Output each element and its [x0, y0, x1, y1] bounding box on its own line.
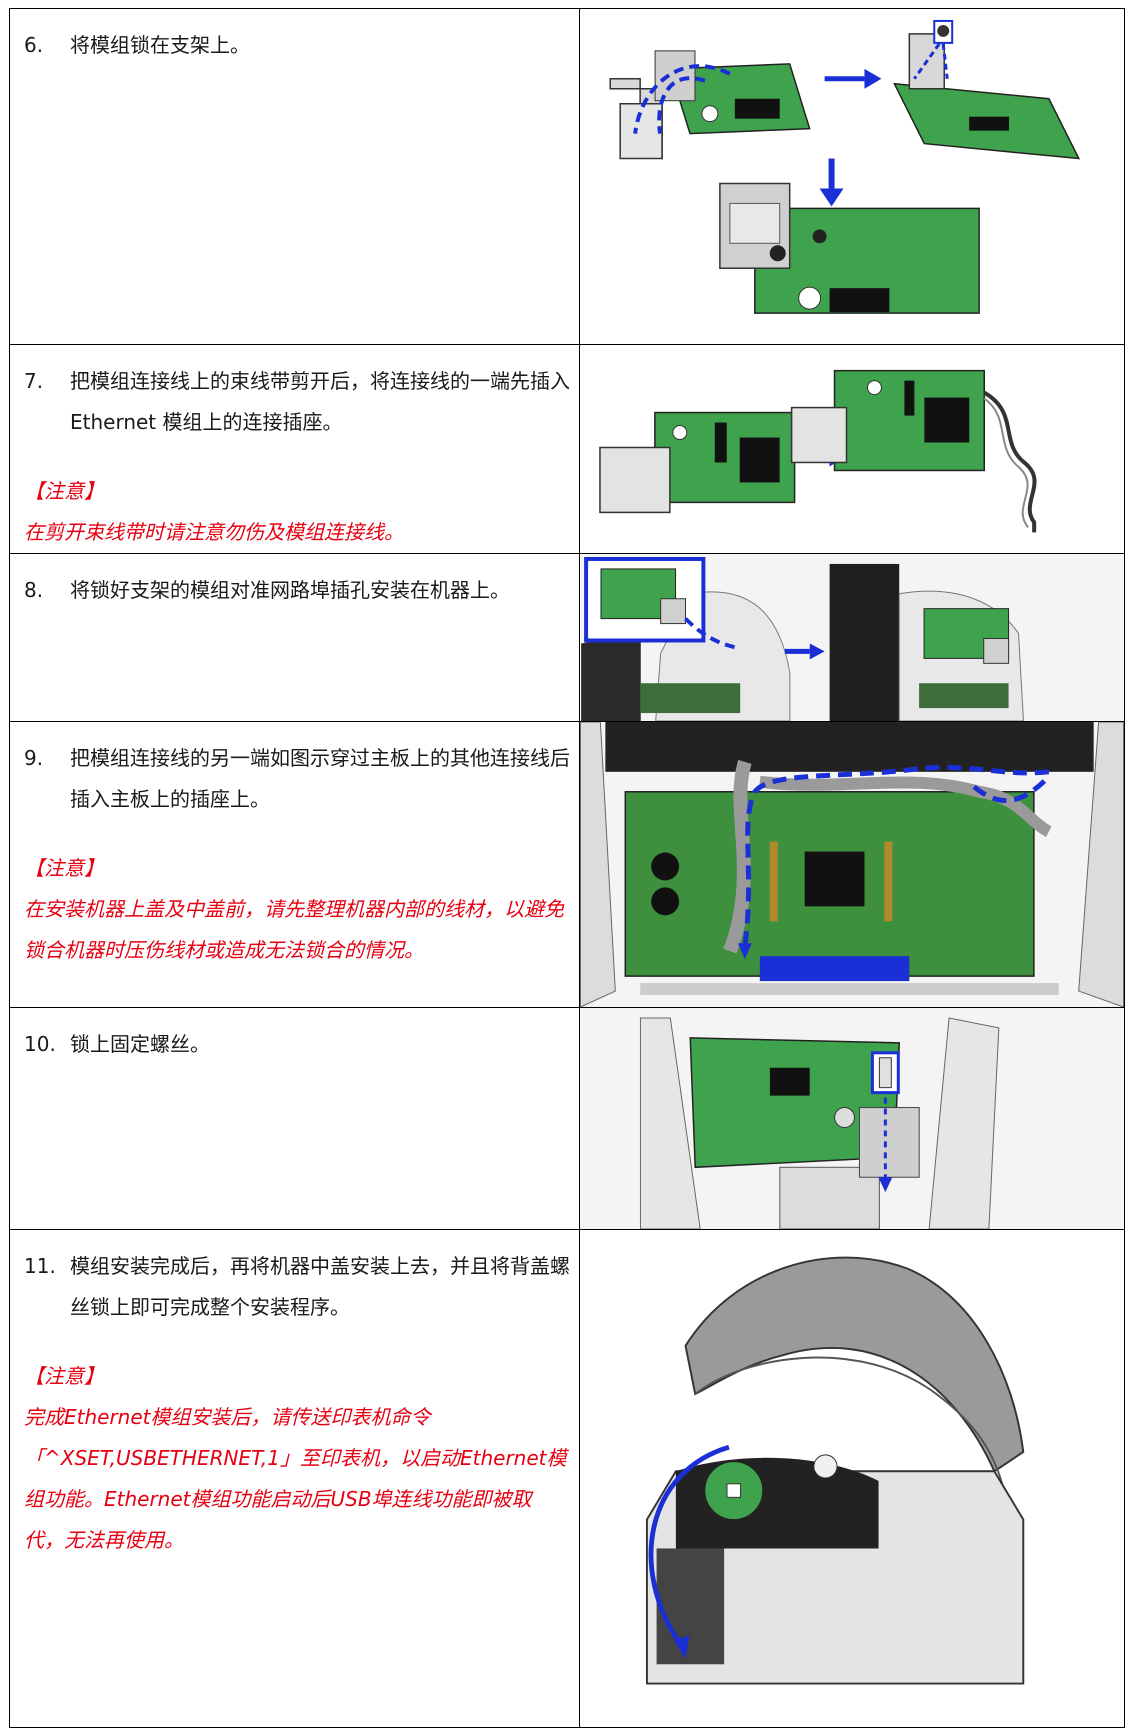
arrow-right-icon: [809, 643, 825, 660]
mainboard-illustration: [580, 722, 1124, 1007]
illustration-install-module: [579, 553, 1125, 722]
illustration-close-cover: [579, 1229, 1125, 1728]
note-text: 完成Ethernet模组安装后，请传送印表机命令「^XSET,USBETHERN…: [24, 1405, 567, 1552]
step-number: 8.: [24, 578, 44, 602]
printer-illustration: [645, 1256, 1025, 1685]
step-row-9: 9. 把模组连接线的另一端如图示穿过主板上的其他连接线后插入主板上的插座上。 【…: [9, 721, 1125, 1008]
print-head: [605, 722, 1094, 772]
bracket-illustration: [609, 19, 1081, 314]
step-number: 9.: [24, 746, 44, 770]
cable-illustration: [599, 369, 1037, 533]
note-text: 在剪开束线带时请注意勿伤及模组连接线。: [24, 520, 404, 544]
arrow-down-icon: [819, 188, 844, 207]
note-title: 【注意】: [24, 479, 104, 503]
arrow-right-icon: [864, 68, 882, 89]
arrow-down-icon: [737, 943, 752, 960]
step-row-6: 6. 将模组锁在支架上。: [9, 8, 1125, 345]
note-text: 在安装机器上盖及中盖前，请先整理机器内部的线材，以避免锁合机器时压伤线材或造成无…: [24, 897, 564, 962]
step-number: 6.: [24, 33, 44, 57]
step-row-10: 10. 锁上固定螺丝。: [9, 1007, 1125, 1230]
step-row-7: 7. 把模组连接线上的束线带剪开后，将连接线的一端先插入 Ethernet 模组…: [9, 344, 1125, 554]
illustration-cable-connect: [579, 344, 1125, 554]
cable: [983, 390, 1037, 533]
step-row-8: 8. 将锁好支架的模组对准网路埠插孔安装在机器上。: [9, 553, 1125, 722]
note-title: 【注意】: [24, 1364, 104, 1388]
illustration-route-cable: [579, 721, 1125, 1008]
cable-route-dashed: [742, 764, 1050, 947]
step-text: 锁上固定螺丝。: [70, 1032, 210, 1056]
illustration-fix-screw: [579, 1007, 1125, 1230]
step-text: 把模组连接线上的束线带剪开后，将连接线的一端先插入 Ethernet 模组上的连…: [70, 369, 570, 434]
illustration-mount-bracket: [579, 8, 1125, 345]
step-number: 10.: [24, 1032, 56, 1056]
step-text: 将锁好支架的模组对准网路埠插孔安装在机器上。: [70, 578, 510, 602]
step-number: 7.: [24, 369, 44, 393]
note-title: 【注意】: [24, 856, 104, 880]
screw-illustration: [580, 1008, 1124, 1229]
top-cover: [684, 1256, 1025, 1473]
steps-table: 6. 将模组锁在支架上。: [9, 8, 1125, 1728]
step-text: 模组安装完成后，再将机器中盖安装上去，并且将背盖螺丝锁上即可完成整个安装程序。: [70, 1254, 570, 1319]
rj45-port: [654, 50, 696, 102]
install-illustration: [581, 554, 1123, 721]
cover-motion-arrow: [648, 1444, 730, 1647]
arrow-down-icon: [878, 1177, 893, 1193]
step-text: 把模组连接线的另一端如图示穿过主板上的其他连接线后插入主板上的插座上。: [70, 746, 570, 811]
step-text: 将模组锁在支架上。: [70, 33, 250, 57]
dashed-arrow: [633, 64, 731, 134]
step-row-11: 11. 模组安装完成后，再将机器中盖安装上去，并且将背盖螺丝锁上即可完成整个安装…: [9, 1229, 1125, 1728]
step-number: 11.: [24, 1254, 56, 1278]
